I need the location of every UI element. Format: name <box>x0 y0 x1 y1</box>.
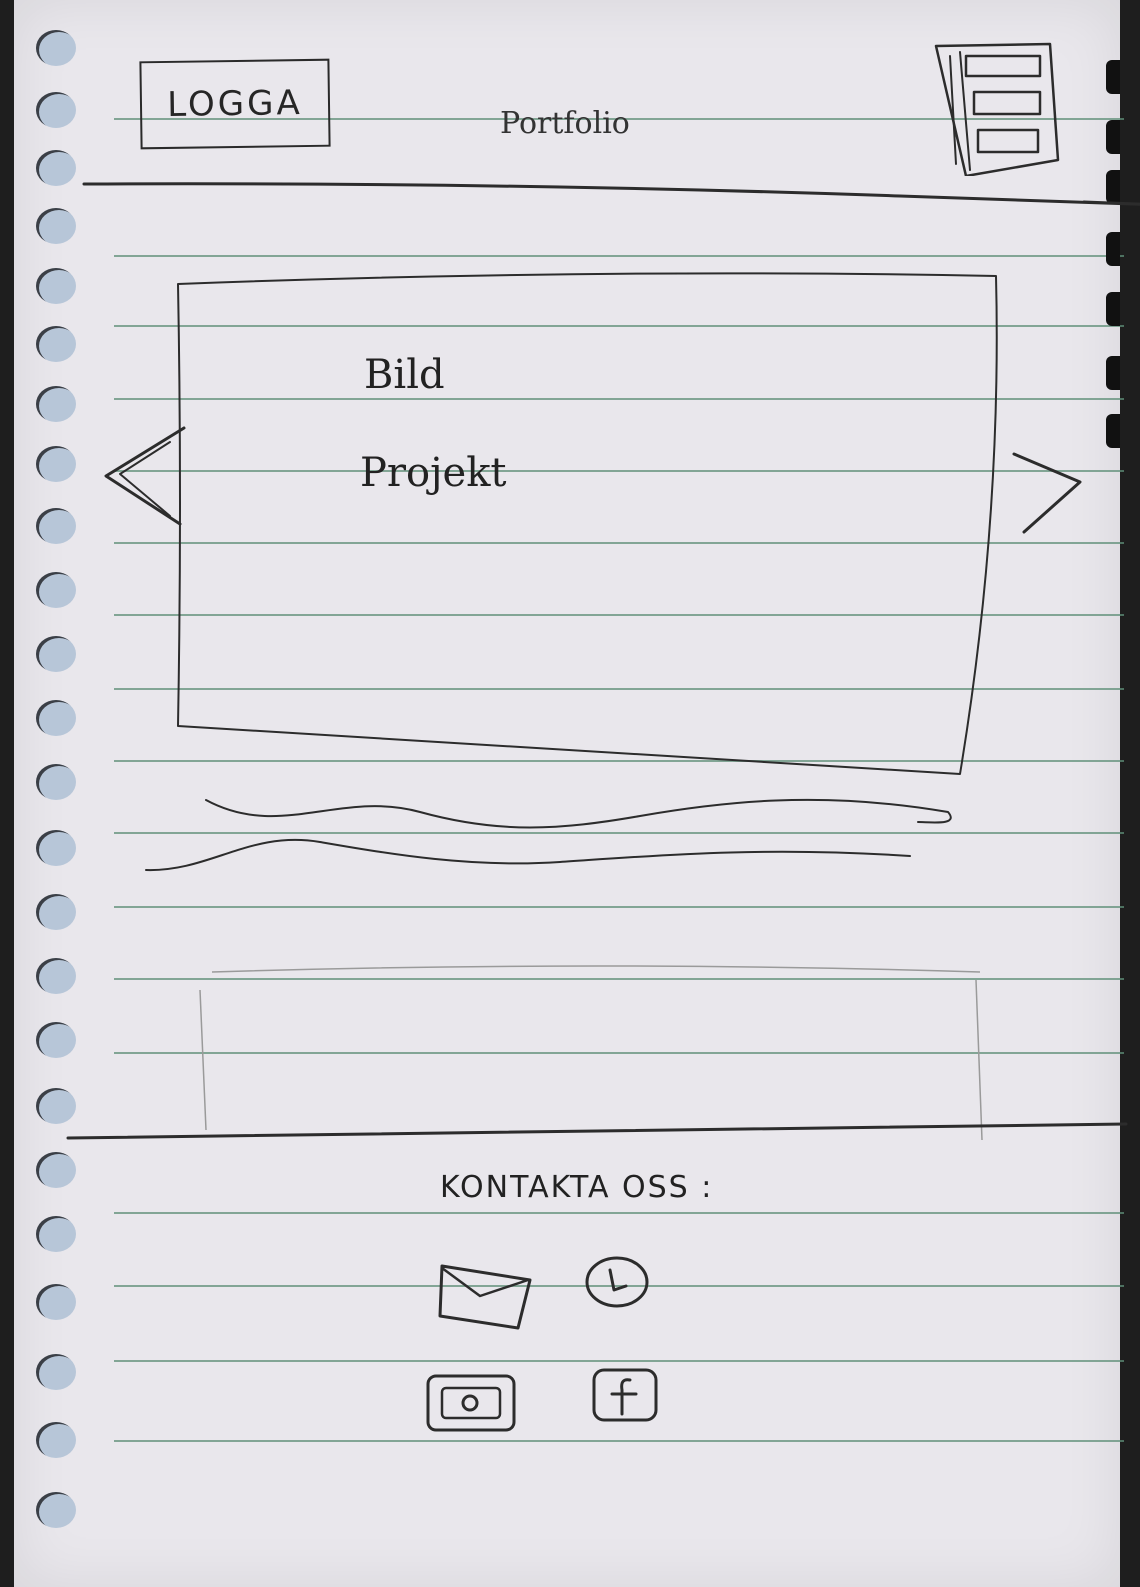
phone-button[interactable] <box>584 1254 650 1310</box>
spiral-hole <box>36 1492 76 1528</box>
spiral-hole <box>36 1422 76 1458</box>
spiral-hole <box>36 894 76 930</box>
spiral-hole <box>36 508 76 544</box>
ruled-line <box>114 398 1124 400</box>
instagram-icon <box>426 1374 516 1432</box>
page-title: Portfolio <box>500 106 630 141</box>
spiral-hole <box>36 700 76 736</box>
spiral-hole <box>36 1216 76 1252</box>
torn-edge <box>1106 60 1120 94</box>
torn-edge <box>1106 356 1120 390</box>
spiral-hole <box>36 572 76 608</box>
ruled-line <box>114 978 1124 980</box>
spiral-hole <box>36 958 76 994</box>
spiral-hole <box>36 446 76 482</box>
torn-edge <box>1106 232 1120 266</box>
instagram-button[interactable] <box>424 1370 518 1434</box>
ruled-line <box>114 832 1124 834</box>
slide-image-label: Bild <box>364 352 445 398</box>
spiral-hole <box>36 30 76 66</box>
facebook-icon <box>592 1368 658 1422</box>
spiral-hole <box>36 92 76 128</box>
logo[interactable]: LOGGA <box>139 58 331 150</box>
torn-edge <box>1106 414 1120 448</box>
chevron-right-icon <box>1012 452 1082 534</box>
logo-label: LOGGA <box>166 83 303 125</box>
spiral-hole <box>36 1354 76 1390</box>
spiral-hole <box>36 764 76 800</box>
spiral-hole <box>36 636 76 672</box>
ruled-line <box>114 688 1124 690</box>
chevron-left-icon <box>104 426 186 526</box>
slide-project-label: Projekt <box>360 450 507 496</box>
torn-edge <box>1106 292 1120 326</box>
ruled-line <box>114 255 1124 257</box>
ruled-line <box>114 1285 1124 1287</box>
ruled-line <box>114 325 1124 327</box>
ruled-line <box>114 118 1124 120</box>
ruled-line <box>114 760 1124 762</box>
ruled-line <box>114 614 1124 616</box>
carousel-prev-button[interactable] <box>100 424 186 528</box>
contact-heading: KONTAKTA OSS : <box>440 1170 714 1205</box>
sketch-paper <box>14 0 1124 1587</box>
ruled-line <box>114 470 1124 472</box>
ruled-line <box>114 906 1124 908</box>
ruled-line <box>114 542 1124 544</box>
spiral-hole <box>36 1088 76 1124</box>
ruled-line <box>114 1052 1124 1054</box>
phone-icon <box>585 1256 649 1308</box>
hamburger-menu-button[interactable] <box>930 40 1062 178</box>
spiral-hole <box>36 1152 76 1188</box>
spiral-hole <box>36 386 76 422</box>
spiral-hole <box>36 830 76 866</box>
ruled-line <box>114 1360 1124 1362</box>
spiral-hole <box>36 1284 76 1320</box>
ruled-line <box>114 1212 1124 1214</box>
carousel-next-button[interactable] <box>1010 446 1084 536</box>
spiral-hole <box>36 326 76 362</box>
torn-edge <box>1106 170 1120 204</box>
spiral-hole <box>36 150 76 186</box>
mail-button[interactable] <box>436 1256 532 1332</box>
spiral-hole <box>36 268 76 304</box>
carousel-frame <box>177 272 998 775</box>
ruled-line <box>114 1440 1124 1442</box>
facebook-button[interactable] <box>590 1366 660 1424</box>
torn-edge <box>1106 120 1120 154</box>
spiral-hole <box>36 208 76 244</box>
spiral-hole <box>36 1022 76 1058</box>
mail-icon <box>438 1264 532 1330</box>
hamburger-menu-icon <box>934 42 1060 178</box>
